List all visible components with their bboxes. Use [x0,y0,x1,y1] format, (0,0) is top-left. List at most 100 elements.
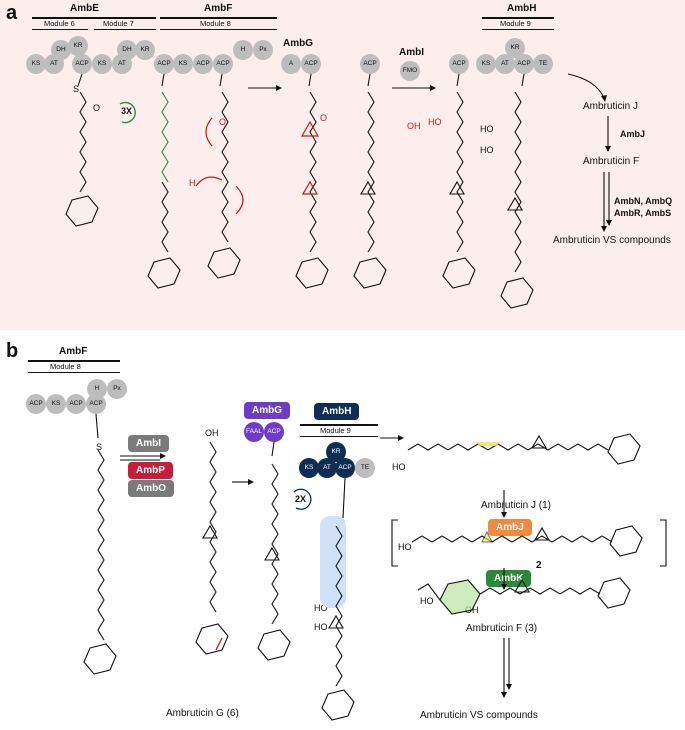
ambe-module-6-bar [32,29,88,30]
ambg-faal-domain: FAAL [244,422,264,442]
ambf-pyran-2 [207,247,241,279]
iteration-3x-arrow [119,101,136,124]
ambj-enzyme-label: AmbJ [620,129,646,139]
ambruticin-g-pyran [195,623,229,655]
compound-2-cyclopropane [534,526,550,541]
iteration-2x-arrow [293,488,312,510]
ambe-module-7: Module 7 [103,19,134,28]
b-ambh-module-9: Module 9 [320,426,351,435]
mechanism-arrow-3 [195,176,223,187]
arrow-to-ambruticin-j [567,73,605,99]
ambg-tether [308,73,312,87]
ambe-bar [32,17,156,19]
ambruticin-vs-b-label: Ambruticin VS compounds [420,710,538,721]
ambg-b-pyran [257,629,291,661]
b-ambf-tether [95,413,99,439]
ambi-cyclopropane [449,180,465,195]
ambh-module-bar [482,29,554,30]
ambh-tether [521,73,525,87]
ambf-tether-2 [219,73,223,87]
ambruticin-j-pyran [607,433,641,465]
ambruticin-f-highlight [440,580,480,614]
ambruticin-g-oh: OH [205,428,219,438]
ambf-h-domain: H [233,40,253,60]
b-ambf-acp3-domain: ACP [86,394,106,414]
ambi-title: AmbI [399,47,424,58]
b-ambf-module-8: Module 8 [50,362,81,371]
ambruticin-vs-label: Ambruticin VS compounds [553,235,671,246]
ambj-pill: AmbJ [488,519,532,536]
free-acp-chain [367,91,375,253]
ambi-acp-tether [456,73,460,87]
ambruticin-f-b-label: Ambruticin F (3) [466,623,538,634]
ambi-fmo-domain: FMO [400,61,420,81]
ambruticin-j-cyclopropane [531,434,547,449]
b-ambh-acp-domain: ACP [335,458,355,478]
b-ambh-at-domain: AT [317,458,337,478]
ambe-title: AmbE [70,3,99,14]
ambe-kr2-domain: KR [135,40,155,60]
b-ambh-te-domain: TE [355,458,375,478]
ambe-o-atom: O [93,103,101,113]
b-ambh-cyclopropane [328,614,344,629]
ambg-a-domain: A [281,54,301,74]
panel-b: b AmbF Module 8 H Px ACP KS ACP ACP AmbI… [0,338,685,730]
ambh-chain [514,91,522,273]
ambruticin-j-b-label: Ambruticin J (1) [481,500,552,511]
ambh-ks-domain: KS [476,54,496,74]
ambe-ks-domain: KS [26,54,46,74]
compound-2-chain [411,535,613,543]
ambf-chain-1-tail [161,181,169,253]
ambg-cyclopropane-top [300,120,320,137]
ambg-pill: AmbG [244,402,290,419]
ambh-module-9: Module 9 [500,19,531,28]
ambi-chain [456,91,464,253]
free-acp-pyran [353,257,387,289]
ambf-acp2-domain: ACP [193,54,213,74]
ambi-acp-domain: ACP [449,54,469,74]
ambruticin-g-label: Ambruticin G (6) [166,708,239,719]
ambh-bar [482,17,554,19]
ambg-b-tether [271,441,275,457]
ambg-acp-domain-b: ACP [264,422,284,442]
b-ambh-ks-domain: KS [299,458,319,478]
enzymes-rs-label: AmbR, AmbS [614,208,672,218]
bracket-right [660,519,667,567]
hydroxyl-label: HO [428,117,442,127]
ambe-at-domain: AT [44,54,64,74]
ambf-chain-1 [161,91,169,183]
ambf-acp1-domain: ACP [154,54,174,74]
free-acp-tether [367,73,371,87]
ambe-dh2-domain: DH [117,40,137,60]
ambi-pyran [442,257,476,289]
b-ambh-kr-domain: KR [326,442,346,462]
ambf-tether-1 [161,73,165,87]
ambruticin-f-ho: HO [420,596,434,606]
ambf-px-domain: Px [253,40,273,60]
ambf-chain-2 [221,91,229,243]
ambe-ks2-domain: KS [92,54,112,74]
compound-2-ho: HO [398,542,412,552]
panel-b-structures [83,413,667,721]
ambg-o-atom: O [320,113,328,123]
b-ambh-module-bar [300,436,378,437]
b-ambf-s-atom: S [96,442,103,452]
ambf-o-atom: O [219,117,227,127]
ambruticin-g-red-bond [215,637,223,651]
ambg-chain [309,91,317,253]
ambh-cyclopropane [507,196,523,211]
ambe-tether [77,73,83,87]
ambh-pill: AmbH [314,403,360,420]
ambruticin-g-chain [209,441,217,613]
ambh-highlight [320,516,346,608]
compound-2-pyran [609,525,643,557]
enzymes-nq-label: AmbN, AmbQ [614,196,673,206]
ambf-ks-domain: KS [173,54,193,74]
iteration-3x-label: 3X [121,106,133,116]
ambe-s-atom: S [73,84,80,94]
compound-2-epoxide [481,530,493,543]
ambg-title: AmbG [283,38,313,49]
b-ambf-ks-domain: KS [46,394,66,414]
mechanism-arrow-1 [205,117,213,147]
panel-a-label: a [6,2,18,24]
